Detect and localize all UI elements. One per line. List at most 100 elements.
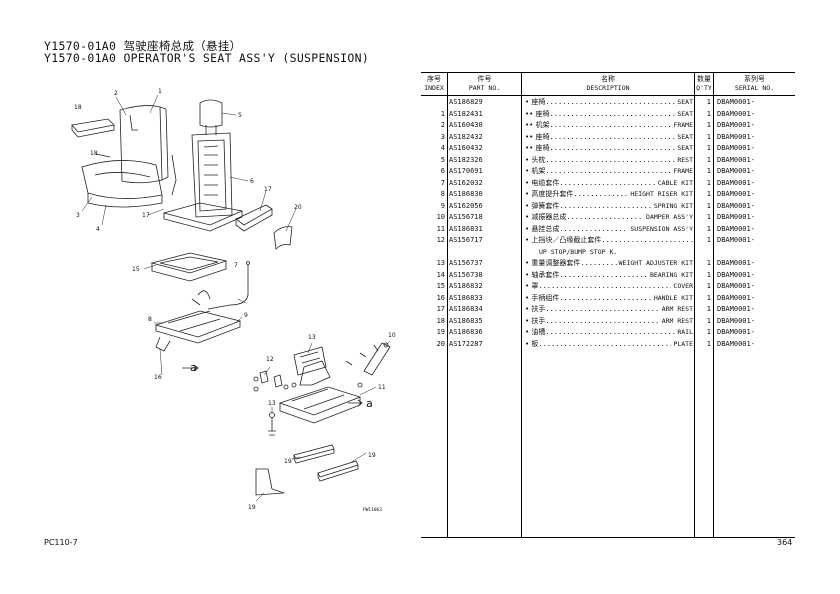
seat-backrest: [119, 105, 163, 184]
row-index: 18: [436, 316, 445, 325]
row-serial: DBAM0001-: [717, 282, 755, 290]
callout-4: 4: [96, 226, 100, 233]
row-description-en: BEARING KIT: [647, 269, 693, 281]
row-part-number: AS162032: [449, 178, 483, 187]
row-quantity: 1: [706, 339, 711, 348]
row-description-dots: ........................................…: [559, 178, 693, 187]
row-index: 16: [436, 293, 445, 302]
row-serial: DBAM0001-: [717, 236, 755, 244]
row-description: •• 机架...................................…: [525, 120, 693, 132]
row-part-number: AS182432: [449, 132, 483, 141]
row-description-en: SEAT: [675, 143, 693, 155]
row-description: • 悬挂总成..................................…: [525, 224, 693, 236]
row-quantity: 1: [706, 155, 711, 164]
table-row: 17 AS186834 • 扶手..........................…: [421, 304, 795, 316]
row-description-dots: ........................................…: [549, 121, 693, 129]
callout-a1: a: [190, 361, 197, 374]
rail-19-a: [293, 444, 335, 460]
footer-page-number: 364: [777, 538, 793, 547]
row-serial: DBAM0001-: [717, 201, 755, 210]
row-description-en: SUSPENSION ASS'Y: [628, 223, 693, 235]
callout-2: 2: [114, 90, 118, 97]
row-serial: DBAM0001-: [717, 259, 755, 267]
callout-a2: a: [366, 397, 373, 410]
callout-19c: 19: [248, 504, 256, 511]
row-quantity: 1: [706, 213, 711, 221]
row-serial: DBAM0001-: [717, 213, 755, 221]
row-description: • 扶手....................................…: [525, 304, 693, 316]
row-quantity: 1: [706, 98, 711, 106]
row-description-en: PLATE: [671, 338, 693, 350]
row-serial: DBAM0001-: [717, 98, 755, 106]
row-description-en: DAMPER ASS'Y: [644, 212, 693, 224]
row-quantity: 1: [706, 224, 711, 233]
row-index: 3: [440, 132, 445, 141]
row-description-dots: ........................................…: [559, 224, 693, 233]
row-part-number: AS186829: [449, 98, 483, 106]
row-index: 17: [436, 305, 445, 313]
row-part-number: AS186831: [449, 224, 483, 233]
title-english: Y1570-01A0 OPERATOR'S SEAT ASS'Y (SUSPEN…: [44, 51, 370, 65]
footer-model: PC110-7: [44, 538, 78, 547]
row-part-number: AS170691: [449, 167, 483, 175]
row-quantity: 1: [706, 190, 711, 198]
callout-18b: 18: [90, 150, 98, 157]
row-part-number: AS186834: [449, 305, 483, 313]
row-description: • 机架....................................…: [525, 166, 693, 178]
row-part-number: AS182326: [449, 155, 483, 164]
row-part-number: AS186836: [449, 328, 483, 336]
row-description: • 头枕....................................…: [525, 155, 693, 167]
callout-20: 20: [294, 204, 302, 211]
row-description-en: SEAT: [675, 97, 693, 109]
callout-17b: 17: [142, 212, 150, 219]
row-serial: DBAM0001-: [717, 132, 755, 141]
callout-13: 13: [308, 334, 316, 341]
row-description: •• 座椅...................................…: [525, 109, 693, 121]
row-description-en: REST: [675, 154, 693, 166]
row-quantity: 1: [706, 121, 711, 129]
row-serial: DBAM0001-: [717, 328, 755, 336]
row-part-number: AS182431: [449, 109, 483, 118]
callout-17a: 17: [264, 186, 272, 193]
row-description: • 油槽....................................…: [525, 327, 693, 339]
callout-16: 16: [154, 374, 162, 381]
table-row-continuation: UP STOP/BUMP STOP K.: [421, 247, 795, 259]
weight-adjuster-13: [293, 346, 327, 376]
row-description-dots: ........................................…: [559, 201, 693, 210]
row-description-dots: ........................................…: [545, 316, 693, 325]
row-description-dots: ........................................…: [559, 270, 693, 279]
row-serial: DBAM0001-: [717, 316, 755, 325]
row-index: 15: [436, 282, 445, 290]
row-description: • 手柄组件..................................…: [525, 293, 693, 305]
row-description-en: ARM REST: [659, 304, 693, 316]
row-index: 8: [440, 190, 445, 198]
cable-7: [207, 265, 249, 310]
headrest: [199, 99, 223, 128]
row-description: •• 座椅...................................…: [525, 143, 693, 155]
callout-10: 10: [388, 332, 396, 339]
row-description-dots: ........................................…: [545, 328, 693, 336]
row-index: 5: [440, 155, 445, 164]
row-serial: DBAM0001-: [717, 339, 755, 348]
row-part-number: AS186832: [449, 282, 483, 290]
callout-3: 3: [76, 212, 80, 219]
row-quantity: 1: [706, 305, 711, 313]
row-description-en: CABLE KIT: [655, 177, 693, 189]
arrow-a2: [348, 399, 363, 407]
row-description: • 弹簧套件..................................…: [525, 201, 693, 213]
row-serial: DBAM0001-: [717, 121, 755, 129]
row-quantity: 1: [706, 167, 711, 175]
row-part-number: AS186835: [449, 316, 483, 325]
row-quantity: 1: [706, 144, 711, 152]
